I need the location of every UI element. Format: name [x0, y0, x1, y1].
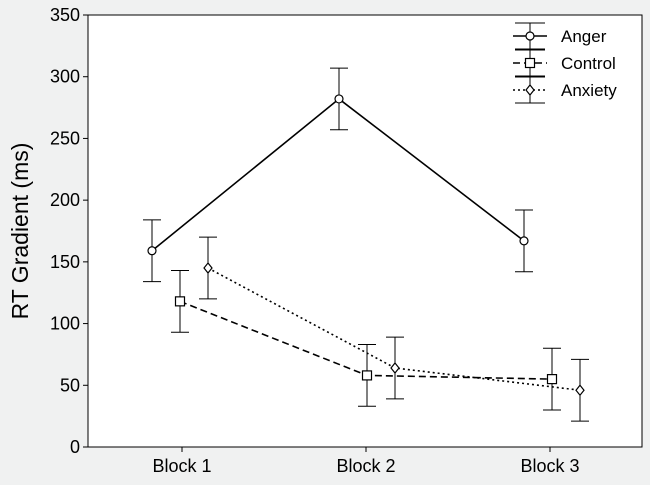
point-anger-1 — [147, 246, 157, 256]
point-anger-2 — [334, 94, 344, 104]
x-tick-label-3: Block 3 — [520, 456, 579, 476]
x-axis-ticks: Block 1 Block 2 Block 3 — [152, 447, 580, 476]
y-tick-label-200: 200 — [50, 190, 80, 210]
legend-item-anxiety: Anxiety — [513, 76, 617, 104]
axes — [87, 14, 643, 448]
y-tick-label-0: 0 — [70, 437, 80, 457]
y-axis-ticks: 0 50 100 150 200 250 300 350 — [50, 5, 88, 457]
legend-marker-circle — [525, 31, 535, 41]
point-control-1 — [174, 296, 186, 307]
point-anxiety-2 — [390, 362, 400, 374]
point-anxiety-1 — [203, 262, 213, 274]
series-layer — [143, 67, 589, 422]
x-tick-label-1: Block 1 — [152, 456, 211, 476]
x-tick-label-2: Block 2 — [336, 456, 395, 476]
point-anger-3 — [519, 236, 529, 246]
y-tick-label-100: 100 — [50, 314, 80, 334]
y-axis-title: RT Gradient (ms) — [7, 143, 33, 320]
point-control-3 — [546, 374, 558, 385]
legend-label-anger: Anger — [561, 27, 607, 46]
legend-marker-square — [524, 57, 536, 69]
y-tick-label-300: 300 — [50, 67, 80, 87]
point-anxiety-3 — [575, 384, 585, 397]
y-tick-label-50: 50 — [60, 375, 80, 395]
series-control — [171, 269, 561, 411]
legend-label-control: Control — [561, 54, 616, 73]
plot-area — [88, 15, 642, 447]
y-tick-label-250: 250 — [50, 128, 80, 148]
y-tick-label-150: 150 — [50, 252, 80, 272]
legend-marker-diamond — [525, 84, 535, 96]
y-tick-label-350: 350 — [50, 5, 80, 25]
legend-item-control: Control — [513, 49, 616, 77]
point-control-2 — [361, 370, 373, 381]
series-line-anxiety — [207, 267, 581, 392]
legend-label-anxiety: Anxiety — [561, 81, 617, 100]
legend-item-anger: Anger — [513, 22, 607, 50]
plot-frame — [87, 14, 643, 448]
series-anger — [143, 67, 533, 283]
series-anxiety — [199, 236, 589, 422]
